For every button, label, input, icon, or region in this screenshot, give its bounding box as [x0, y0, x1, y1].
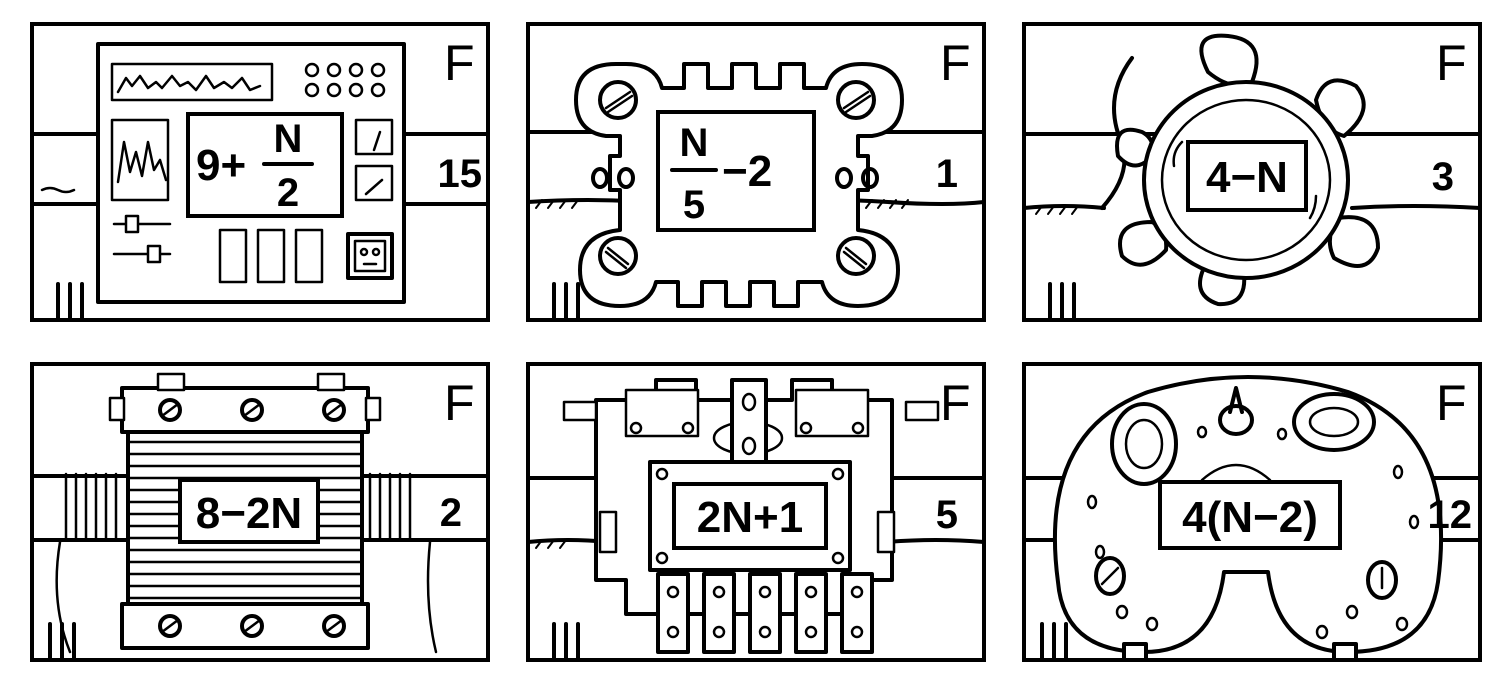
- flag-letter: F: [1436, 35, 1467, 91]
- holes: [591, 167, 879, 189]
- panel-number: 12: [1428, 493, 1473, 537]
- expression-box: [1158, 480, 1342, 550]
- waveform-display: [110, 62, 274, 102]
- bottom-blocks: [656, 572, 874, 654]
- screw-heads: [598, 80, 876, 276]
- panel-control-drawing: 9+ N 2 F 15: [30, 22, 490, 322]
- flanges: [1110, 392, 1376, 486]
- gauges: [354, 118, 394, 202]
- expression-denominator: 5: [683, 183, 705, 227]
- side-tabs: [562, 400, 940, 554]
- panel-ring: 4−N F 3: [1022, 22, 1482, 322]
- bottom-clamp: [120, 602, 370, 650]
- panel-upipe: 4(N−2) F 12: [1022, 362, 1482, 662]
- corner-hatch: [1040, 622, 1068, 660]
- corner-hatch: [1048, 282, 1076, 320]
- ring-shading: [1172, 140, 1318, 220]
- expression: 2N+1: [697, 493, 803, 542]
- center-bracket: [712, 378, 784, 466]
- expression-numerator: N: [274, 117, 303, 161]
- corner-hatch: [56, 282, 84, 320]
- panel-coil: 8−2N F 2: [30, 362, 490, 662]
- rect-buttons: [218, 228, 324, 284]
- flag-letter: F: [940, 375, 971, 431]
- expression-whole: 9+: [196, 141, 246, 190]
- sliders: [112, 214, 172, 264]
- panel-ring-drawing: 4−N F 3: [1022, 22, 1482, 322]
- panel-gearbox-drawing: 2N+1 F 5: [526, 362, 986, 662]
- flag-letter: F: [444, 35, 475, 91]
- panel-number: 3: [1432, 155, 1454, 199]
- expression-box: [1186, 140, 1308, 212]
- blob-lobes: [1115, 33, 1380, 307]
- expression: 4(N−2): [1182, 493, 1318, 542]
- top-valve: [1200, 386, 1272, 482]
- flag-letter: F: [940, 35, 971, 91]
- expression-tail: −2: [722, 147, 772, 196]
- expression: 4−N: [1206, 153, 1288, 202]
- panel-number: 5: [936, 493, 958, 537]
- top-clamp: [108, 372, 382, 434]
- panel-coil-drawing: 8−2N F 2: [30, 362, 490, 662]
- side-gauges: [1094, 556, 1398, 600]
- top-brackets: [624, 388, 870, 438]
- panel-control: 9+ N 2 F 15: [30, 22, 490, 322]
- panel-number: 1: [936, 152, 958, 196]
- scope-screen: [110, 118, 170, 202]
- panel-upipe-drawing: 4(N−2) F 12: [1022, 362, 1482, 662]
- panel-number: 15: [438, 152, 483, 196]
- flag-letter: F: [444, 375, 475, 431]
- flag-letter: F: [1436, 375, 1467, 431]
- side-coils: [55, 472, 438, 654]
- panel-gearbox: 2N+1 F 5: [526, 362, 986, 662]
- feet: [1122, 642, 1358, 662]
- expression-box: [672, 482, 828, 550]
- expression-denominator: 2: [277, 171, 299, 215]
- panel-plate: N 5 −2 F 1: [526, 22, 986, 322]
- face-screen: [346, 232, 394, 280]
- expression: 8−2N: [196, 489, 302, 538]
- corner-hatch: [552, 282, 580, 320]
- plate-screws: [655, 467, 845, 565]
- corner-hatch: [48, 622, 76, 660]
- expression-numerator: N: [680, 121, 709, 165]
- corner-hatch: [552, 622, 580, 660]
- panel-plate-drawing: N 5 −2 F 1: [526, 22, 986, 322]
- indicator-dots: [304, 62, 386, 98]
- ring-inner: [1160, 98, 1332, 262]
- panel-number: 2: [440, 491, 462, 535]
- expression-box: [178, 478, 320, 544]
